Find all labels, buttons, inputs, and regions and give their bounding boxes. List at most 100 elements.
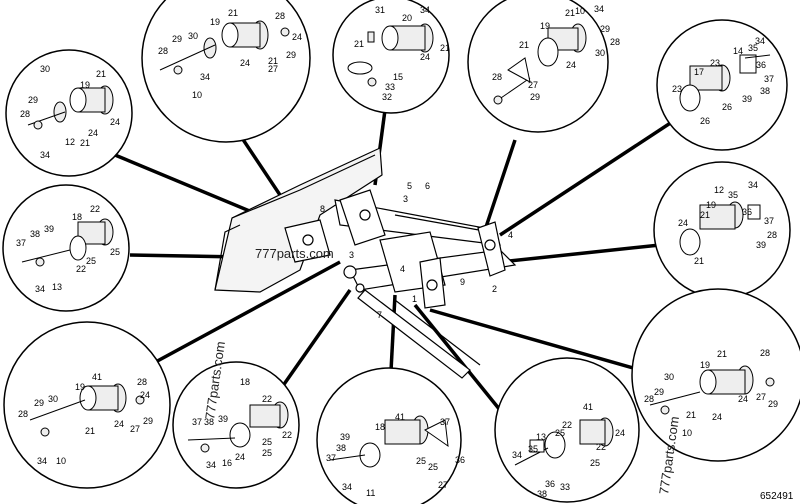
bushing-parts <box>21 20 775 468</box>
svg-text:21: 21 <box>268 56 278 66</box>
svg-text:33: 33 <box>385 82 395 92</box>
svg-text:23: 23 <box>672 84 682 94</box>
svg-text:34: 34 <box>37 456 47 466</box>
svg-text:33: 33 <box>560 482 570 492</box>
svg-text:22: 22 <box>596 442 606 452</box>
detail-circle-2 <box>141 0 311 143</box>
svg-text:21: 21 <box>565 8 575 18</box>
svg-text:34: 34 <box>748 180 758 190</box>
svg-text:25: 25 <box>590 458 600 468</box>
detail-circle-4 <box>467 0 609 133</box>
svg-text:30: 30 <box>595 48 605 58</box>
svg-text:14: 14 <box>733 46 743 56</box>
svg-text:28: 28 <box>644 394 654 404</box>
detail-circle-1 <box>5 49 133 177</box>
svg-text:39: 39 <box>742 94 752 104</box>
svg-text:26: 26 <box>700 116 710 126</box>
callout-1: 1 <box>412 294 417 304</box>
document-number: 652491 <box>760 491 794 502</box>
svg-text:37: 37 <box>16 238 26 248</box>
svg-text:24: 24 <box>420 52 430 62</box>
svg-text:37: 37 <box>440 417 450 427</box>
svg-text:29: 29 <box>530 92 540 102</box>
svg-text:22: 22 <box>262 394 272 404</box>
svg-text:21: 21 <box>228 8 238 18</box>
svg-text:21: 21 <box>700 210 710 220</box>
svg-text:21: 21 <box>80 138 90 148</box>
svg-text:24: 24 <box>738 394 748 404</box>
svg-text:38: 38 <box>336 443 346 453</box>
svg-text:30: 30 <box>188 31 198 41</box>
svg-text:24: 24 <box>292 32 302 42</box>
svg-text:25: 25 <box>262 437 272 447</box>
svg-text:38: 38 <box>760 86 770 96</box>
svg-text:28: 28 <box>18 409 28 419</box>
svg-text:21: 21 <box>686 410 696 420</box>
callout-7: 7 <box>377 310 382 320</box>
svg-text:37: 37 <box>764 74 774 84</box>
svg-text:29: 29 <box>143 416 153 426</box>
svg-text:41: 41 <box>395 412 405 422</box>
svg-text:29: 29 <box>600 24 610 34</box>
callout-8: 8 <box>320 204 325 214</box>
svg-text:41: 41 <box>583 402 593 412</box>
detail-circle-11 <box>494 357 640 503</box>
svg-text:27: 27 <box>528 80 538 90</box>
svg-text:36: 36 <box>742 207 752 217</box>
svg-text:39: 39 <box>756 240 766 250</box>
svg-text:25: 25 <box>416 456 426 466</box>
svg-text:28: 28 <box>492 72 502 82</box>
svg-text:34: 34 <box>40 150 50 160</box>
svg-text:38: 38 <box>30 229 40 239</box>
svg-text:24: 24 <box>88 128 98 138</box>
callout-5: 5 <box>407 181 412 191</box>
svg-text:21: 21 <box>354 39 364 49</box>
svg-text:24: 24 <box>566 60 576 70</box>
callout-3-upper: 3 <box>403 194 408 204</box>
svg-text:29: 29 <box>768 399 778 409</box>
svg-text:22: 22 <box>90 204 100 214</box>
svg-text:10: 10 <box>56 456 66 466</box>
svg-text:36: 36 <box>756 60 766 70</box>
svg-text:37: 37 <box>764 216 774 226</box>
svg-text:34: 34 <box>755 36 765 46</box>
svg-text:24: 24 <box>678 218 688 228</box>
svg-text:24: 24 <box>235 452 245 462</box>
svg-text:17: 17 <box>694 67 704 77</box>
svg-text:13: 13 <box>52 282 62 292</box>
svg-text:39: 39 <box>44 224 54 234</box>
svg-text:34: 34 <box>420 5 430 15</box>
svg-text:21: 21 <box>717 349 727 359</box>
callout-4-left: 4 <box>400 264 405 274</box>
svg-text:27: 27 <box>438 480 448 490</box>
svg-text:28: 28 <box>158 46 168 56</box>
svg-text:20: 20 <box>402 13 412 23</box>
svg-text:39: 39 <box>218 414 228 424</box>
watermark-center: 777parts.com <box>255 246 334 261</box>
svg-text:22: 22 <box>562 420 572 430</box>
svg-text:18: 18 <box>72 212 82 222</box>
svg-text:24: 24 <box>615 428 625 438</box>
svg-text:10: 10 <box>682 428 692 438</box>
svg-text:28: 28 <box>767 230 777 240</box>
svg-text:39: 39 <box>340 432 350 442</box>
svg-text:24: 24 <box>110 117 120 127</box>
svg-text:30: 30 <box>664 372 674 382</box>
svg-text:24: 24 <box>240 58 250 68</box>
callout-9: 9 <box>460 277 465 287</box>
svg-text:15: 15 <box>393 72 403 82</box>
svg-text:25: 25 <box>428 462 438 472</box>
svg-text:38: 38 <box>204 417 214 427</box>
svg-text:11: 11 <box>366 488 375 498</box>
svg-text:10: 10 <box>575 6 585 16</box>
svg-text:36: 36 <box>455 455 465 465</box>
svg-text:34: 34 <box>200 72 210 82</box>
svg-text:21: 21 <box>96 69 106 79</box>
svg-text:12: 12 <box>714 185 724 195</box>
svg-text:24: 24 <box>140 390 150 400</box>
svg-text:37: 37 <box>326 453 336 463</box>
svg-text:34: 34 <box>35 284 45 294</box>
svg-text:18: 18 <box>375 422 385 432</box>
